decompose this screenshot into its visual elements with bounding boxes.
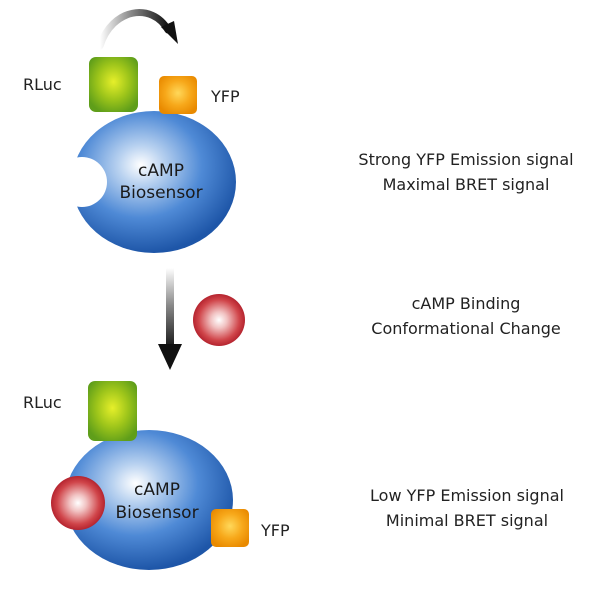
bottom-yfp-label: YFP (260, 521, 290, 540)
bottom-biosensor-label-line2: Biosensor (115, 503, 198, 523)
bottom-yfp-block (211, 509, 249, 547)
bottom-biosensor-label-line1: cAMP (134, 480, 180, 500)
top-biosensor-label-line2: Biosensor (119, 183, 202, 203)
bottom-caption-line2: Minimal BRET signal (386, 511, 548, 530)
curved-arrow-icon (96, 9, 178, 50)
top-caption-line1: Strong YFP Emission signal (358, 150, 573, 169)
bottom-biosensor: cAMP Biosensor (65, 430, 233, 570)
down-arrow-icon (158, 268, 182, 370)
bound-camp-molecule (51, 476, 105, 530)
bottom-rluc-label: RLuc (23, 393, 62, 412)
transition-caption-line1: cAMP Binding (412, 294, 521, 313)
camp-molecule (193, 294, 245, 346)
transition: cAMP Binding Conformational Change (158, 268, 561, 370)
bottom-rluc-block (88, 381, 137, 441)
top-rluc-label: RLuc (23, 75, 62, 94)
top-yfp-label: YFP (210, 87, 240, 106)
top-biosensor-label-line1: cAMP (138, 161, 184, 181)
top-biosensor: cAMP Biosensor (57, 111, 236, 253)
bottom-state: cAMP Biosensor RLuc YFP Low YFP Emission… (23, 381, 564, 570)
top-rluc-block (89, 57, 138, 112)
top-state: cAMP Biosensor RLuc YFP Strong YFP Emiss… (23, 9, 574, 253)
transition-caption-line2: Conformational Change (371, 319, 560, 338)
top-caption-line2: Maximal BRET signal (383, 175, 550, 194)
top-empty-binding-pocket (57, 157, 107, 207)
top-yfp-block (159, 76, 197, 114)
bottom-caption-line1: Low YFP Emission signal (370, 486, 564, 505)
